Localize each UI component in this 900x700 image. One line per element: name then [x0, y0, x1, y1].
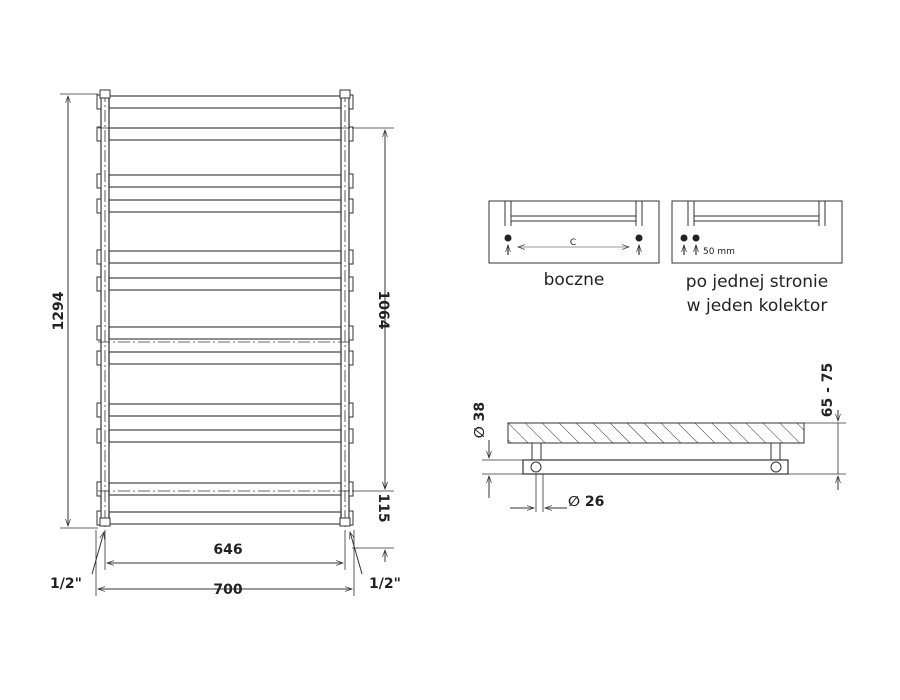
- dimension-axis-spacing: 646: [104, 530, 346, 570]
- left-collector: [100, 90, 110, 530]
- total-width-label: 700: [213, 582, 242, 598]
- dimension-collector-diameter: ∅ 38: [472, 402, 523, 498]
- thread-callout-right: 1/2": [350, 532, 401, 592]
- tube-bar: [108, 482, 342, 496]
- thread-callout-left: 1/2": [50, 532, 104, 592]
- dimension-bottom-offset: 115: [352, 476, 394, 562]
- tube-bar: [108, 95, 342, 109]
- collector-nub: [348, 276, 354, 292]
- axis-height-label: 1064: [375, 291, 391, 330]
- tube-bar: [108, 511, 342, 525]
- dimension-wall-distance: 65 - 75: [788, 363, 846, 490]
- spacing-50mm-label: 50 mm: [703, 247, 735, 257]
- right-collector: [340, 90, 350, 530]
- same-side-caption-line1: po jednej stronie: [686, 272, 828, 292]
- collector-nub: [96, 198, 102, 214]
- collector-nub: [96, 276, 102, 292]
- wall-hatch: [507, 422, 805, 444]
- tube-bar: [108, 174, 342, 188]
- collector-nub: [348, 198, 354, 214]
- collector-nub: [348, 173, 354, 189]
- collector-nub: [348, 126, 354, 142]
- collector-diameter-label: ∅ 38: [472, 402, 488, 438]
- collector-tube: [522, 459, 789, 475]
- collector-nub: [96, 481, 102, 497]
- wall-distance-label: 65 - 75: [820, 363, 836, 418]
- total-height-label: 1294: [51, 291, 67, 330]
- dimension-total-height: 1294: [51, 93, 98, 529]
- collector-nub: [348, 481, 354, 497]
- outlet-dot: [635, 234, 643, 242]
- collector-nub: [348, 350, 354, 366]
- collector-nub: [348, 428, 354, 444]
- collector-nub: [96, 350, 102, 366]
- same-side-caption-line2: w jeden kolektor: [687, 296, 828, 316]
- inlet-dot: [504, 234, 512, 242]
- tube-bar: [108, 250, 342, 264]
- tube-bar: [108, 326, 342, 340]
- collector-cap: [339, 517, 351, 527]
- connection-side: C boczne: [488, 200, 660, 290]
- bottom-offset-label: 115: [375, 493, 391, 522]
- collector-nub: [348, 325, 354, 341]
- collector-nub: [348, 94, 354, 110]
- collector-cap: [339, 89, 351, 99]
- dimension-tube-diameter: ∅ 26: [510, 494, 604, 510]
- collector-nub: [96, 249, 102, 265]
- collector-nub: [348, 402, 354, 418]
- collector-nub: [96, 173, 102, 189]
- dimension-total-width: 700: [95, 530, 355, 598]
- tube-diameter-label: ∅ 26: [568, 494, 604, 510]
- side-view: ∅ 38 ∅ 26 65 - 75: [472, 363, 846, 512]
- dimension-axis-height: 1064: [352, 127, 394, 492]
- thread-right-label: 1/2": [369, 576, 401, 592]
- side-connection-caption: boczne: [544, 270, 605, 290]
- collector-nub: [348, 249, 354, 265]
- collector-nub: [96, 402, 102, 418]
- collector-nub: [96, 126, 102, 142]
- tube-bar: [108, 351, 342, 365]
- tube-bar: [108, 277, 342, 291]
- tube-bar: [108, 127, 342, 141]
- collector-cap: [99, 89, 111, 99]
- tube-bars: [96, 89, 354, 527]
- collector-nub: [96, 325, 102, 341]
- thread-left-label: 1/2": [50, 576, 82, 592]
- tube-bar: [108, 403, 342, 417]
- collector-nub: [96, 428, 102, 444]
- distance-c-label: C: [570, 238, 576, 248]
- collector-nub: [96, 94, 102, 110]
- collector-cap: [99, 517, 111, 527]
- front-view: 1294 1064 115 646 700: [50, 89, 401, 598]
- connection-same-side: 50 mm po jednej stronie w jeden kolektor: [671, 200, 843, 316]
- axis-spacing-label: 646: [213, 542, 242, 558]
- tube-bar: [108, 429, 342, 443]
- tube-bar: [108, 199, 342, 213]
